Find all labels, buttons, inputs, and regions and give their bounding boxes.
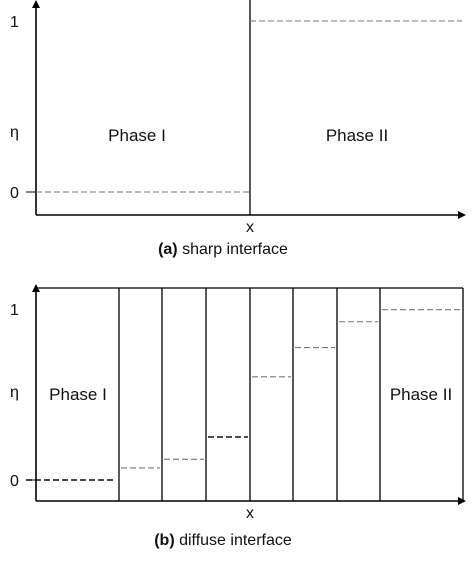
panel-b-phase-right: Phase II [390,385,452,404]
panel-a-y-label: η [10,124,19,141]
panel-a-phase-right: Phase II [326,126,388,145]
panel-a-y-tick-1: 1 [10,14,19,31]
panel-b-y-tick-0: 0 [10,473,19,490]
panel-a-sharp-interface: 1 0 η Phase I Phase II x (a) sharp inter… [10,0,466,258]
panel-a-caption-text: sharp interface [178,241,288,258]
panel-b-y-tick-1: 1 [10,302,19,319]
panel-b-x-label: x [246,505,254,522]
panel-b-y-label: η [10,384,19,401]
panel-b-level-segments [26,309,461,481]
panel-b-caption-letter: (b) [154,532,174,549]
panel-a-y-tick-0: 0 [10,185,19,202]
panel-b-diffuse-interface: 1 0 η Phase I Phase II x (b) diffuse int… [10,284,466,549]
panel-b-caption-text: diffuse interface [175,532,292,549]
panel-a-x-label: x [246,219,254,236]
panel-b-caption: (b) diffuse interface [154,532,292,549]
panel-b-phase-left: Phase I [49,385,107,404]
panel-a-caption: (a) sharp interface [158,241,288,258]
panel-a-phase-left: Phase I [108,126,166,145]
panel-a-caption-letter: (a) [158,241,178,258]
